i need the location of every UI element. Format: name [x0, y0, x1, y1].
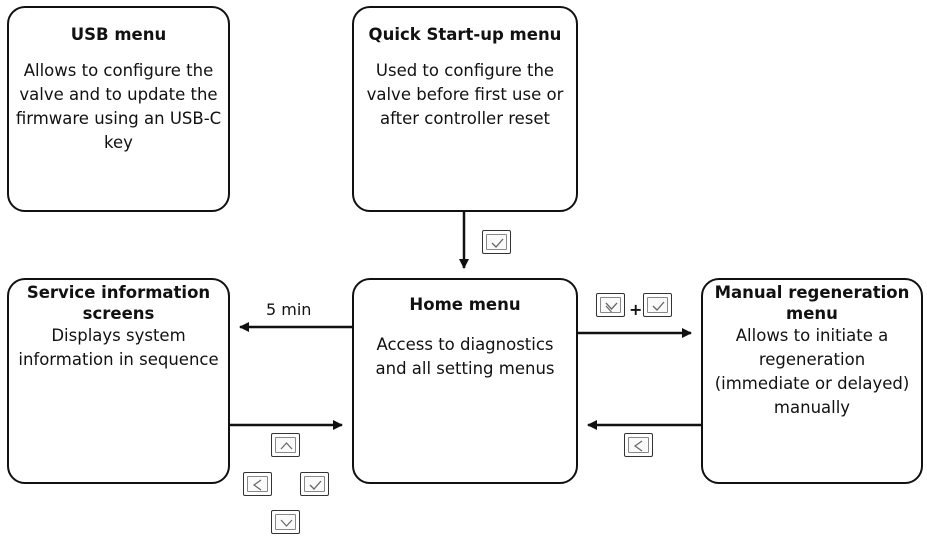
usb-menu-description: Allows to configure the valve and to upd…: [15, 61, 222, 152]
check-key-icon: [482, 230, 511, 254]
home-menu-title: Home menu: [409, 295, 521, 314]
manual-regen-title: Manual regeneration menu: [714, 283, 910, 323]
left-key-icon: [624, 433, 653, 457]
home-menu-box: Home menu Access to diagnostics and all …: [352, 278, 578, 484]
check-key-icon: [643, 293, 672, 317]
quick-startup-menu-description: Used to configure the valve before first…: [366, 61, 564, 128]
manual-regen-description: Allows to initiate a regeneration (immed…: [714, 326, 910, 417]
quick-startup-menu-title: Quick Start-up menu: [368, 25, 562, 44]
service-info-description: Displays system information in sequence: [18, 326, 219, 369]
home-menu-description: Access to diagnostics and all setting me…: [375, 335, 555, 378]
down-key-icon: [271, 510, 300, 534]
usb-menu-box: USB menu Allows to configure the valve a…: [7, 6, 230, 212]
check-key-icon: [300, 472, 329, 496]
plus-sign: +: [629, 300, 643, 319]
usb-menu-title: USB menu: [70, 25, 167, 44]
down-key-icon: [596, 293, 625, 317]
quick-startup-menu-box: Quick Start-up menu Used to configure th…: [352, 6, 578, 212]
up-key-icon: [271, 433, 300, 457]
manual-regen-box: Manual regeneration menu Allows to initi…: [701, 278, 923, 484]
service-info-box: Service information screens Displays sys…: [7, 278, 230, 484]
timeout-label: 5 min: [266, 300, 312, 319]
left-key-icon: [243, 472, 272, 496]
service-info-title: Service information screens: [26, 283, 211, 323]
